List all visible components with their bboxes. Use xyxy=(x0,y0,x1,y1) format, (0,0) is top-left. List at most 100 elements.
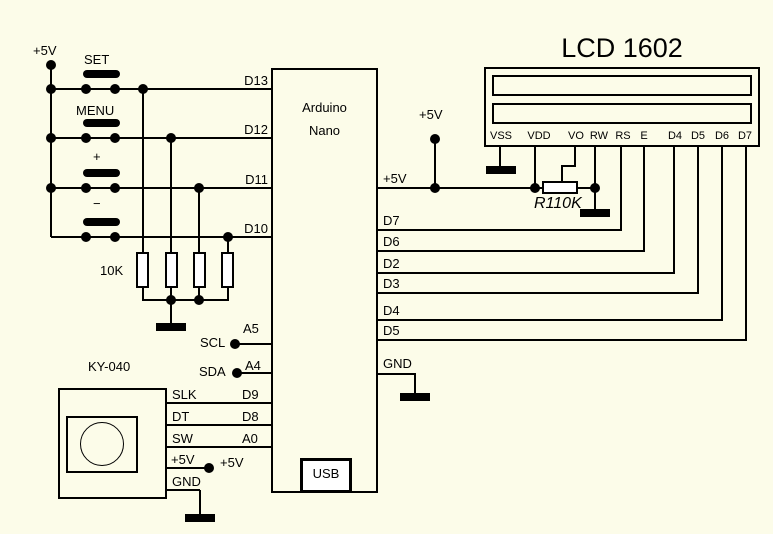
contact-menu-right xyxy=(110,133,120,143)
resistor-r1 xyxy=(136,252,149,288)
arduino-pin-label-d6: D6 xyxy=(383,234,400,249)
terminal-scl xyxy=(230,339,240,349)
lcd-pin-label-vo: VO xyxy=(568,130,584,142)
terminal-encoder-5v xyxy=(204,463,214,473)
arduino-pin-label-d8: D8 xyxy=(242,409,259,424)
pushbutton-set xyxy=(83,70,120,78)
lcd-module-box xyxy=(484,67,760,147)
encoder-pin-label-slk: SLK xyxy=(172,387,197,402)
wire-d4-to-lcd-d6 xyxy=(378,319,723,321)
contact-set-right xyxy=(110,84,120,94)
lcd-pin-label-d7: D7 xyxy=(737,130,753,142)
wire-lcd-d4-drop xyxy=(673,146,675,274)
lcd-pin-label-vdd: VDD xyxy=(527,130,551,142)
ground-symbol-pot xyxy=(580,209,610,217)
wire-vo-drop xyxy=(574,146,576,166)
arduino-pin-label-gnd: GND xyxy=(383,356,412,371)
wire-arduino-gnd xyxy=(378,373,416,375)
pushbutton-menu xyxy=(83,119,120,127)
arduino-pin-label-d11: D11 xyxy=(245,172,268,187)
wire-encoder-gnd xyxy=(165,489,200,491)
wire-5v-rail xyxy=(50,65,52,237)
junction-rw-pot xyxy=(590,183,600,193)
arduino-pin-label-d9: D9 xyxy=(242,387,259,402)
arduino-pin-label-d3: D3 xyxy=(383,276,400,291)
encoder-knob-circle xyxy=(80,422,124,466)
arduino-pin-label-d5: D5 xyxy=(383,323,400,338)
wire-slk-d9 xyxy=(165,402,272,404)
arduino-pin-label-5v: +5V xyxy=(383,171,407,186)
wire-sda-a4 xyxy=(237,372,272,374)
wire-menu-to-d12 xyxy=(51,137,271,139)
wire-arduino-gnd-drop xyxy=(414,374,416,395)
button-label-minus: − xyxy=(93,196,101,211)
plus5v-label-encoder: +5V xyxy=(220,455,244,470)
wire-set-to-d13 xyxy=(51,88,271,90)
encoder-pin-label-sw: SW xyxy=(172,431,193,446)
wire-lcd-d6-drop xyxy=(721,146,723,321)
contact-minus-right xyxy=(110,232,120,242)
arduino-pin-label-d7: D7 xyxy=(383,213,400,228)
wire-scl-a5 xyxy=(235,343,272,345)
terminal-arduino-5v xyxy=(430,134,440,144)
pushbutton-minus xyxy=(83,218,120,226)
wire-5v-terminal-drop xyxy=(434,139,436,188)
wire-r1-vertical xyxy=(142,89,144,300)
lcd-pin-label-e: E xyxy=(640,130,648,142)
lcd-title: LCD 1602 xyxy=(561,33,683,63)
junction-rail-r3 xyxy=(194,295,204,305)
lcd-screen-row2 xyxy=(492,103,752,124)
contact-plus-right xyxy=(110,183,120,193)
plus5v-label-arduino-terminal: +5V xyxy=(419,107,443,122)
arduino-pin-label-a4: A4 xyxy=(245,358,261,373)
arduino-title-line2: Nano xyxy=(308,123,341,138)
wire-wiper-vertical xyxy=(561,165,563,182)
arduino-pin-label-d2: D2 xyxy=(383,256,400,271)
wire-d5-to-lcd-d7 xyxy=(378,339,747,341)
wire-wiper-horizontal xyxy=(561,165,576,167)
wire-plus-to-d11 xyxy=(51,187,271,189)
wire-lcd-d7-drop xyxy=(745,146,747,341)
button-label-set: SET xyxy=(84,52,110,67)
wire-r3-vertical xyxy=(198,188,200,300)
wire-minus-to-d10 xyxy=(51,236,271,238)
wire-d2-to-lcd-d4 xyxy=(378,272,675,274)
wire-rs-drop xyxy=(620,146,622,231)
i2c-label-sda: SDA xyxy=(199,364,226,379)
contact-minus-left xyxy=(81,232,91,242)
encoder-inner-box xyxy=(66,416,138,473)
wire-d7-to-rs xyxy=(378,229,622,231)
encoder-outer-box xyxy=(58,388,167,499)
ground-symbol-encoder xyxy=(185,514,215,522)
encoder-title: KY-040 xyxy=(88,359,131,374)
lcd-pin-label-rs: RS xyxy=(615,130,631,142)
plus5v-label-top-left: +5V xyxy=(33,43,57,58)
resistor-r3 xyxy=(193,252,206,288)
arduino-title-line1: Arduino xyxy=(302,100,347,115)
i2c-label-scl: SCL xyxy=(200,335,226,350)
arduino-pin-label-a0: A0 xyxy=(242,431,258,446)
button-label-menu: MENU xyxy=(76,103,115,118)
lcd-screen-row1 xyxy=(492,75,752,96)
usb-label: USB xyxy=(312,466,340,481)
wire-lcd-d5-drop xyxy=(697,146,699,294)
arduino-pin-label-d10: D10 xyxy=(244,221,268,236)
ground-symbol-pullups xyxy=(156,323,186,331)
lcd-pin-label-d5: D5 xyxy=(690,130,706,142)
wire-rw-to-ground xyxy=(594,146,596,211)
lcd-pin-label-d6: D6 xyxy=(714,130,730,142)
contact-menu-left xyxy=(81,133,91,143)
junction-vdd-5v xyxy=(530,183,540,193)
lcd-pin-label-d4: D4 xyxy=(667,130,683,142)
wire-resistor-common-rail xyxy=(142,299,229,301)
encoder-pin-label-dt: DT xyxy=(172,409,190,424)
button-label-plus: + xyxy=(93,149,101,164)
terminal-sda xyxy=(232,368,242,378)
contact-plus-left xyxy=(81,183,91,193)
resistor-r2 xyxy=(165,252,178,288)
wire-5v-to-pot xyxy=(378,187,596,189)
resistor-r4 xyxy=(221,252,234,288)
wire-dt-d8 xyxy=(165,424,272,426)
wire-r2-vertical xyxy=(170,138,172,300)
